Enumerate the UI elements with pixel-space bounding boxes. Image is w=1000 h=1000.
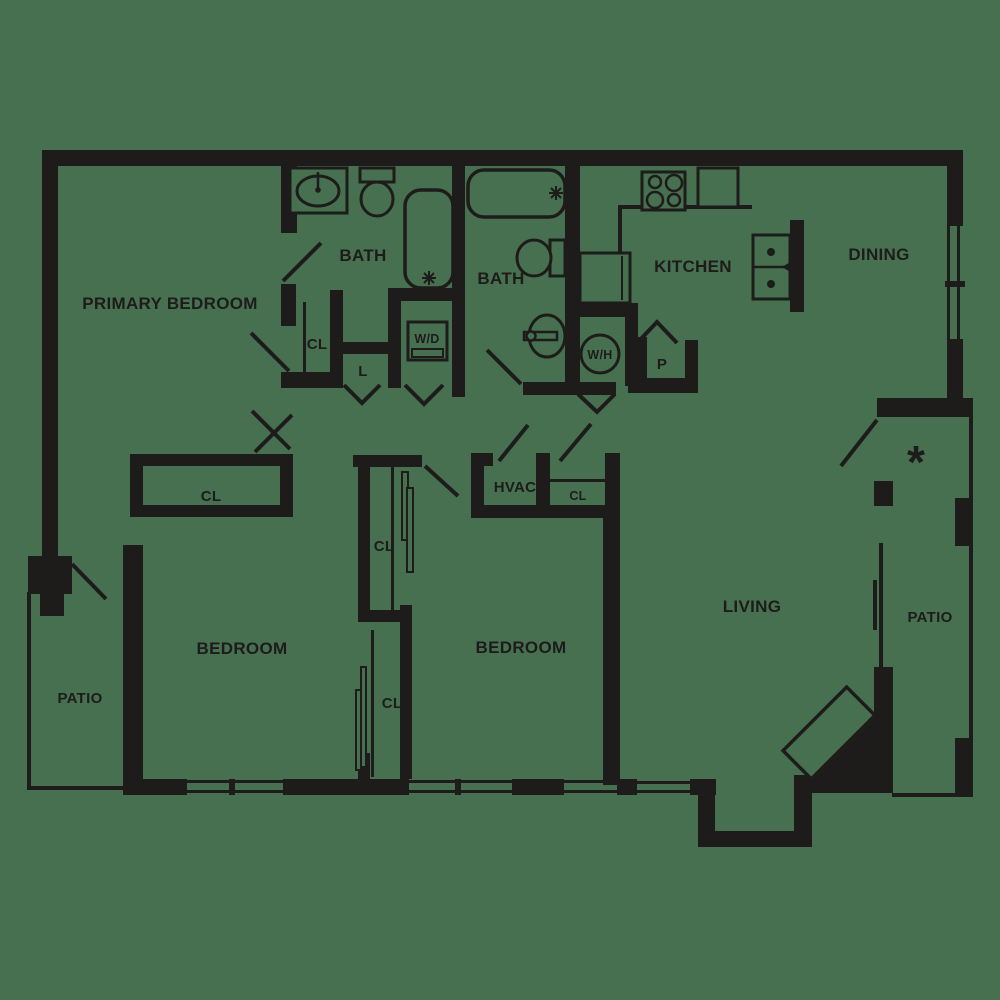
kitchen-sink-icon bbox=[751, 233, 792, 301]
closet-sliding-doors bbox=[355, 471, 414, 771]
label-hvac: HVAC bbox=[494, 479, 537, 496]
label-closet-bedroom1: CL bbox=[201, 488, 222, 505]
sink-icon bbox=[288, 166, 349, 215]
room-label-patio-right: PATIO bbox=[907, 609, 952, 626]
label-washer-dryer: W/D bbox=[414, 332, 439, 346]
room-label-dining: DINING bbox=[848, 245, 909, 264]
refrigerator-icon bbox=[578, 251, 632, 305]
entry-marker-asterisk: * bbox=[907, 436, 925, 488]
label-pantry: P bbox=[657, 356, 667, 373]
room-label-patio-left: PATIO bbox=[57, 690, 102, 707]
fireplace-icon bbox=[780, 684, 893, 793]
stove-icon bbox=[640, 170, 687, 212]
label-water-heater: W/H bbox=[587, 348, 612, 362]
kitchen-counter-icon bbox=[696, 166, 740, 209]
bathtub-icon bbox=[403, 188, 455, 290]
label-closet-primary: CL bbox=[307, 336, 328, 353]
room-label-bedroom2: BEDROOM bbox=[476, 638, 567, 657]
room-label-living: LIVING bbox=[723, 597, 781, 616]
toilet-icon bbox=[358, 166, 396, 218]
label-closet-between-upper: CL bbox=[374, 538, 395, 555]
room-label-bath2: BATH bbox=[477, 269, 524, 288]
room-label-kitchen: KITCHEN bbox=[654, 257, 732, 276]
label-closet-between-lower: CL bbox=[382, 695, 403, 712]
water-heater-icon bbox=[579, 333, 621, 375]
label-linen-closet: L bbox=[358, 363, 367, 380]
pedestal-sink-icon bbox=[522, 313, 567, 359]
washer-dryer-icon bbox=[406, 320, 449, 362]
bathtub-icon bbox=[466, 168, 567, 219]
label-closet-hall: CL bbox=[569, 489, 586, 503]
door-swings bbox=[70, 241, 879, 601]
room-label-primary-bedroom: PRIMARY BEDROOM bbox=[82, 294, 257, 313]
toilet-icon bbox=[515, 238, 567, 278]
room-label-bath1: BATH bbox=[339, 246, 386, 265]
room-label-bedroom1: BEDROOM bbox=[197, 639, 288, 658]
